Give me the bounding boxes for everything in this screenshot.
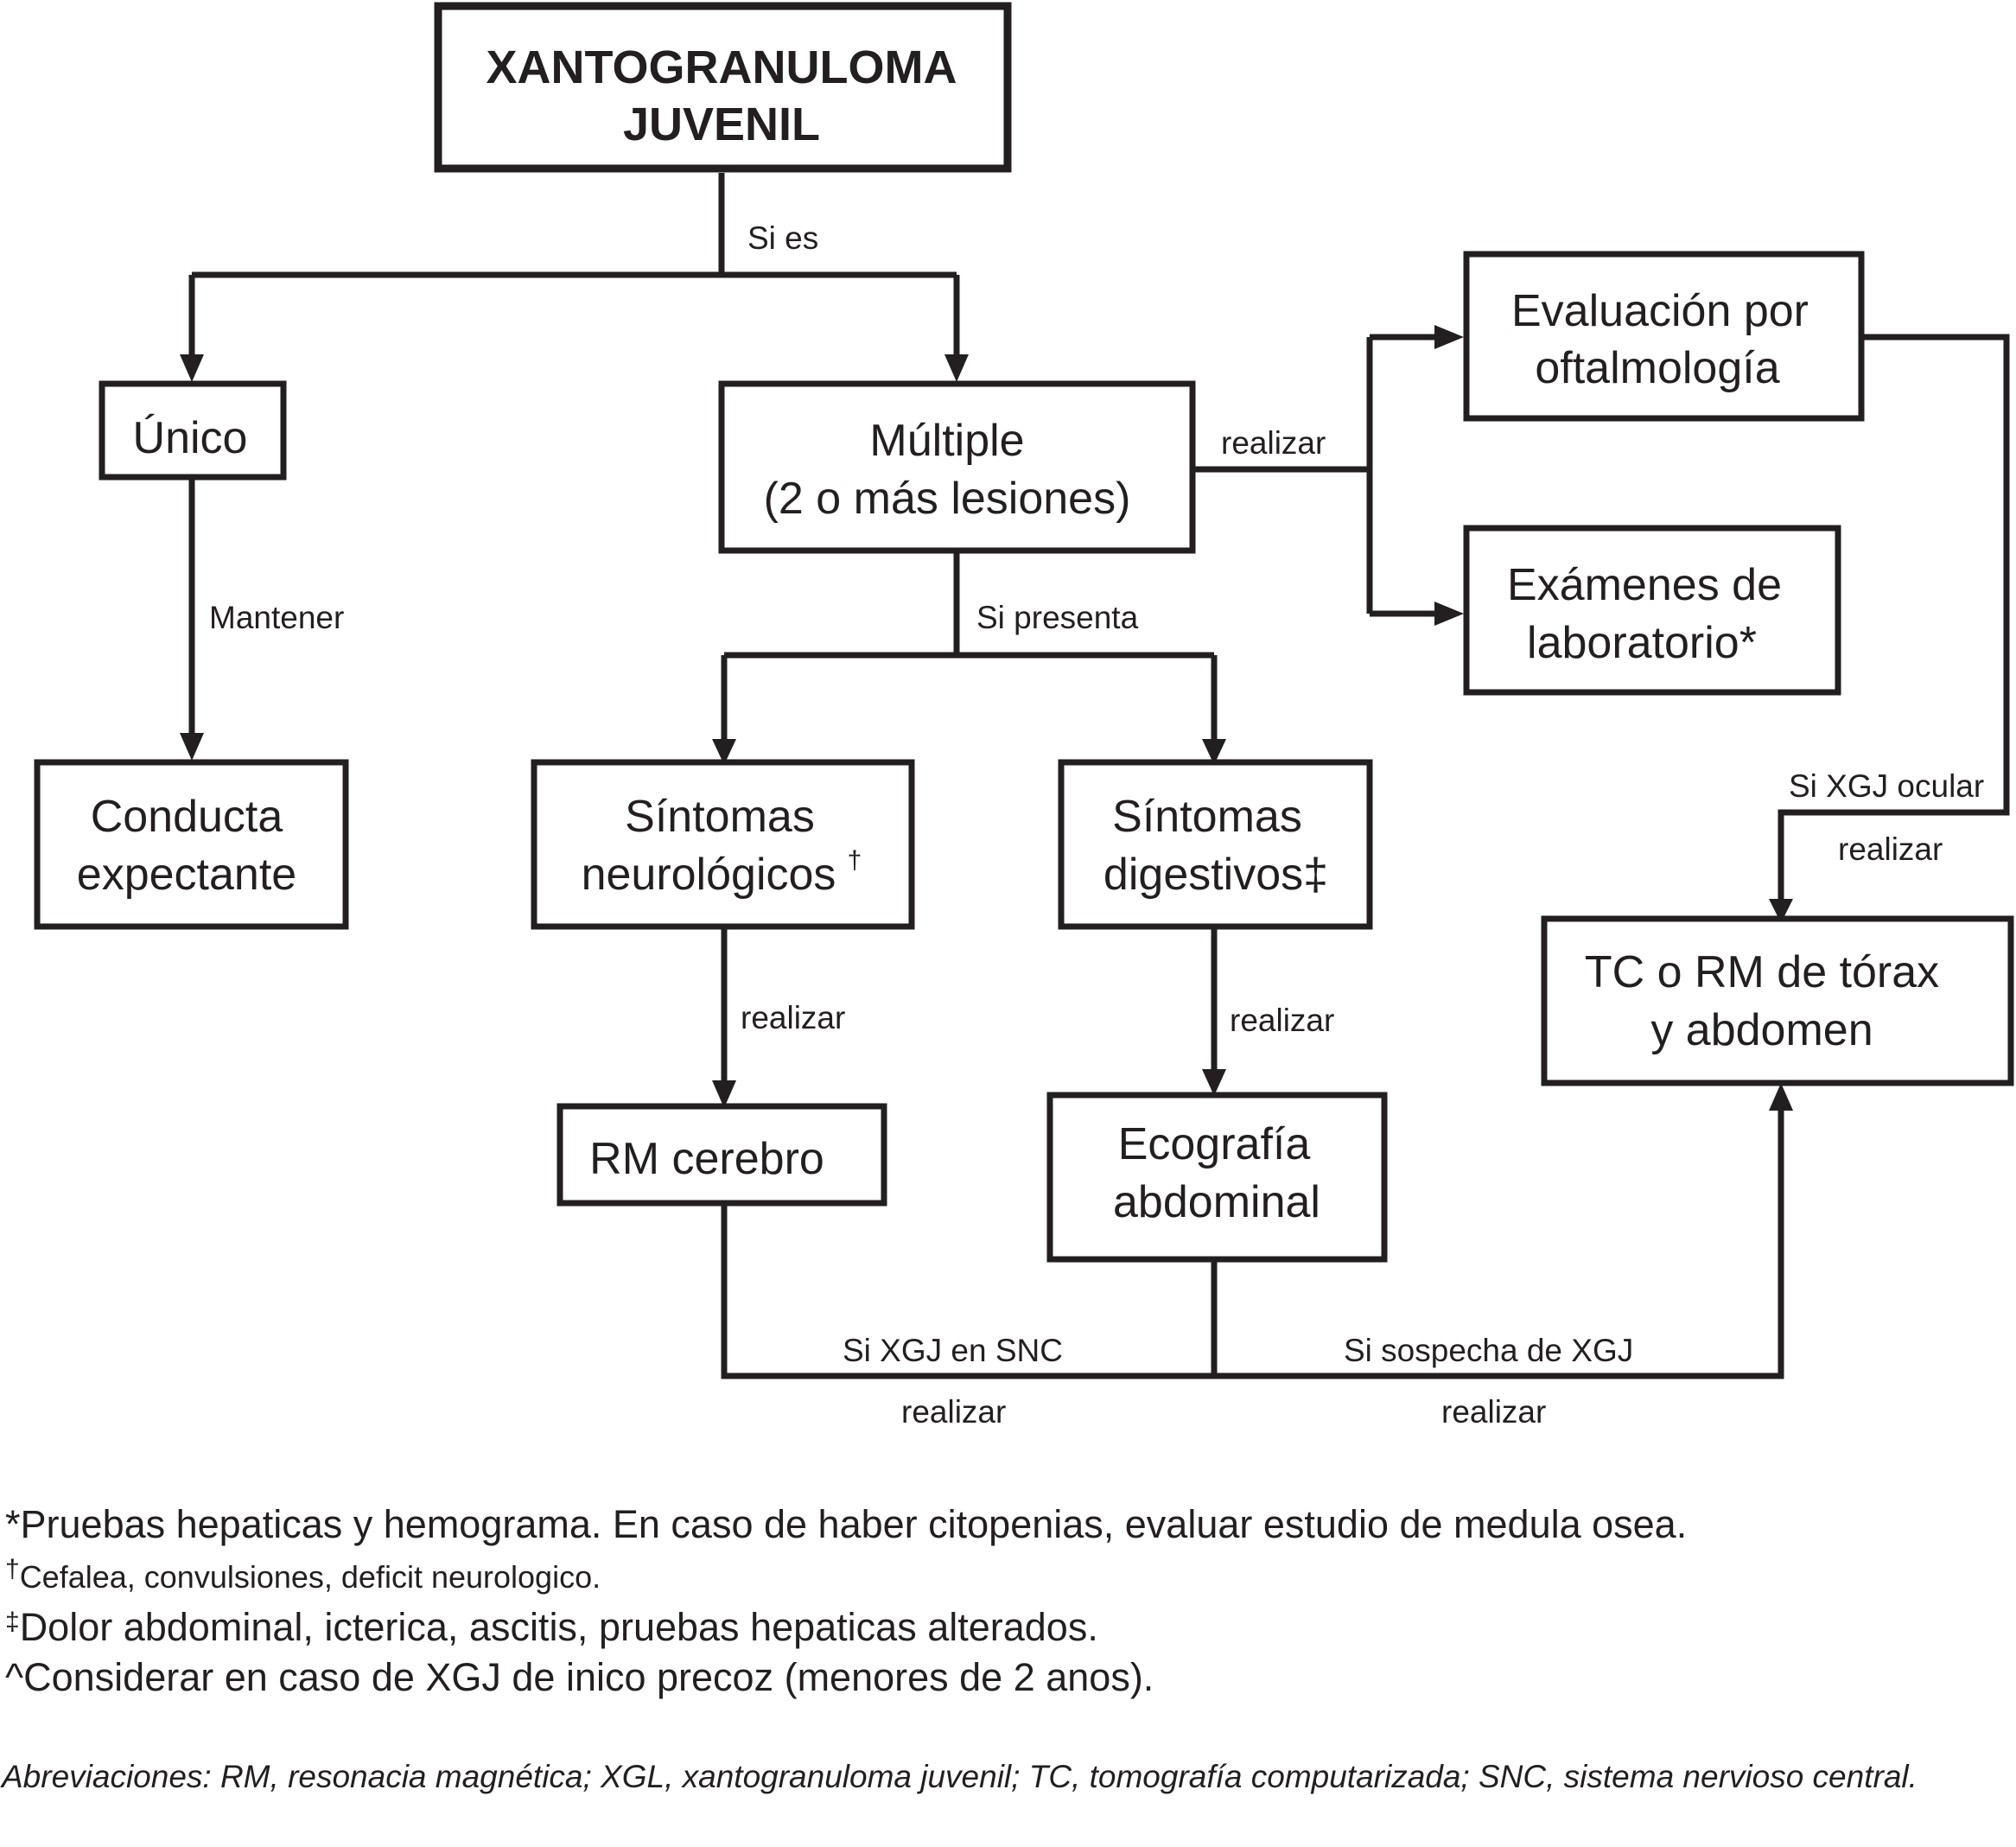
node-labels: XANTOGRANULOMA JUVENIL Único Múltiple (2 o… xyxy=(77,41,1939,1227)
node-digestivos-line-2: digestivos‡ xyxy=(1103,850,1328,900)
node-oftalmologia-box xyxy=(1463,251,1865,422)
footnote-ddagger-text: Dolor abdominal, icterica, ascitis, prue… xyxy=(19,1605,1098,1649)
edge-label-si-es: Si es xyxy=(747,220,818,256)
node-root-line-1: XANTOGRANULOMA xyxy=(487,41,957,93)
node-digestivos-label: Síntomas digestivos‡ xyxy=(1103,792,1328,900)
arrowhead-neuro xyxy=(712,739,736,765)
node-root-line-2: JUVENIL xyxy=(623,99,820,150)
edge-label-realizar-sospecha: realizar xyxy=(1441,1394,1546,1430)
connector-bottom-loop xyxy=(721,1111,1784,1379)
node-conducta-line-2: expectante xyxy=(77,850,296,900)
node-tc-rm-box xyxy=(1541,915,2014,1086)
connector-oftalmologia-tc xyxy=(1778,334,2010,899)
node-ecografia-label: Ecografía abdominal xyxy=(1113,1119,1320,1227)
boxes xyxy=(34,2,2014,1263)
abbreviations: Abreviaciones: RM, resonacia magnética; … xyxy=(2,1759,1917,1794)
arrowhead-digestivos xyxy=(1202,739,1226,765)
edge-label-realizar-multiple: realizar xyxy=(1221,425,1326,461)
footnotes: *Pruebas hepaticas y hemograma. En caso … xyxy=(5,1500,2010,1703)
arrowhead-conducta xyxy=(180,733,204,761)
connector-multiple-split xyxy=(724,553,1214,659)
arrowhead-rm-cerebro xyxy=(712,1080,736,1108)
node-ecografia-line-1: Ecografía xyxy=(1118,1119,1311,1169)
node-neuro-dagger: † xyxy=(848,846,862,875)
node-rm-cerebro-line-1: RM cerebro xyxy=(589,1134,824,1184)
node-neuro-label: Síntomas neurológicos † xyxy=(582,792,862,900)
edge-label-realizar-ocular: realizar xyxy=(1838,831,1943,867)
node-root-label: XANTOGRANULOMA JUVENIL xyxy=(487,41,957,150)
node-digestivos-box xyxy=(1058,759,1373,930)
node-neuro-line-1: Síntomas xyxy=(625,792,815,842)
connector-root-split xyxy=(192,173,957,278)
arrowhead-unico xyxy=(180,354,204,382)
arrowheads xyxy=(180,325,1793,1111)
footnote-ddagger-mark: ‡ xyxy=(5,1608,20,1636)
edge-label-si-sospecha: Si sospecha de XGJ xyxy=(1344,1333,1633,1368)
arrowhead-tc-top xyxy=(1769,899,1793,923)
footnote-dagger: †Cefalea, convulsiones, deficit neurolog… xyxy=(5,1550,2010,1602)
edge-label-si-presenta: Si presenta xyxy=(976,600,1139,635)
node-tc-rm-label: TC o RM de tórax y abdomen xyxy=(1585,947,1939,1055)
footnote-dagger-text: Cefalea, convulsiones, deficit neurologi… xyxy=(19,1559,601,1595)
node-rm-cerebro-box xyxy=(556,1103,887,1207)
node-oftalmologia-label: Evaluación por oftalmología xyxy=(1511,286,1809,393)
footnote-ddagger: ‡Dolor abdominal, icterica, ascitis, pru… xyxy=(5,1602,2010,1653)
node-laboratorio-box xyxy=(1463,525,1841,696)
edge-label-realizar-snc: realizar xyxy=(901,1394,1006,1430)
node-tc-rm-line-2: y abdomen xyxy=(1650,1005,1873,1055)
edge-label-realizar-digestivos: realizar xyxy=(1230,1003,1334,1038)
node-laboratorio-label: Exámenes de laboratorio* xyxy=(1507,560,1782,668)
arrowhead-oftalmologia xyxy=(1434,325,1464,349)
footnote-asterisk: *Pruebas hepaticas y hemograma. En caso … xyxy=(5,1502,1688,1546)
node-conducta-label: Conducta expectante xyxy=(77,792,296,900)
arrowhead-ecografia xyxy=(1202,1069,1226,1096)
node-multiple-line-1: Múltiple xyxy=(869,416,1024,466)
node-laboratorio-line-1: Exámenes de xyxy=(1507,560,1782,610)
arrowhead-tc-bottom xyxy=(1769,1083,1793,1111)
node-multiple-label: Múltiple (2 o más lesiones) xyxy=(764,416,1131,524)
edge-labels: Si es Mantener realizar Si presenta Si X… xyxy=(209,220,1984,1430)
edge-label-mantener: Mantener xyxy=(209,600,344,635)
arrowhead-multiple xyxy=(944,354,969,382)
node-unico-label: Único xyxy=(133,413,248,463)
node-rm-cerebro-label: RM cerebro xyxy=(589,1134,824,1184)
node-ecografia-line-2: abdominal xyxy=(1113,1177,1320,1227)
node-conducta-box xyxy=(34,759,349,930)
node-tc-rm-line-1: TC o RM de tórax xyxy=(1585,947,1939,997)
footnote-dagger-mark: † xyxy=(5,1555,20,1583)
node-digestivos-line-1: Síntomas xyxy=(1112,792,1302,842)
arrowhead-laboratorio xyxy=(1434,602,1464,626)
footnote-caret: ^Considerar en caso de XGJ de inico prec… xyxy=(5,1655,1154,1699)
node-root-box xyxy=(434,2,1012,173)
edge-label-si-xgj-snc: Si XGJ en SNC xyxy=(843,1333,1063,1368)
edge-label-realizar-neuro: realizar xyxy=(741,1000,845,1035)
node-neuro-line-2: neurológicos xyxy=(582,850,836,900)
node-oftalmologia-line-1: Evaluación por xyxy=(1511,286,1809,336)
node-multiple-box xyxy=(718,380,1196,554)
node-laboratorio-line-2: laboratorio* xyxy=(1527,618,1757,668)
node-multiple-line-2: (2 o más lesiones) xyxy=(764,474,1131,524)
node-oftalmologia-line-2: oftalmología xyxy=(1535,343,1779,393)
node-ecografia-box xyxy=(1046,1092,1388,1263)
node-unico-box xyxy=(99,380,287,481)
edge-label-si-xgj-ocular: Si XGJ ocular xyxy=(1789,768,1984,804)
node-conducta-line-1: Conducta xyxy=(91,792,283,842)
node-neuro-box xyxy=(531,759,915,930)
connectors xyxy=(188,173,2010,1379)
node-unico-line-1: Único xyxy=(133,413,248,463)
connector-multiple-right xyxy=(1194,337,1373,614)
